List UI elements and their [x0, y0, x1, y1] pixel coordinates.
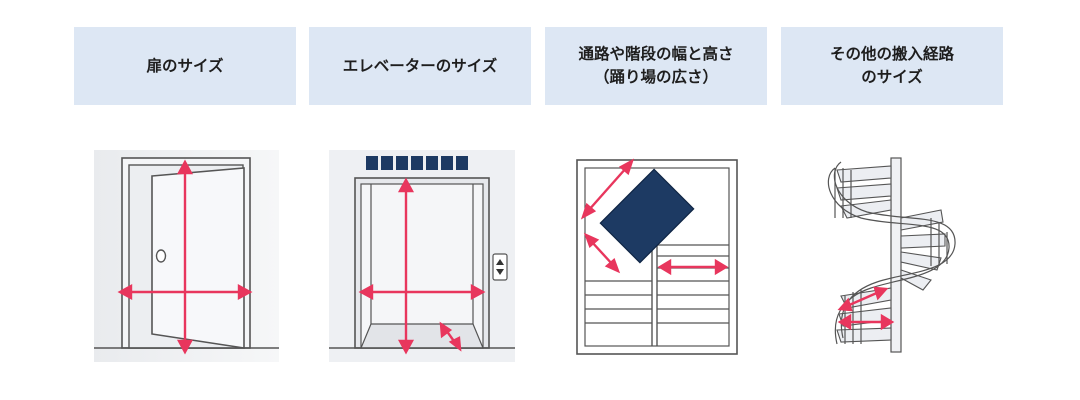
- door-panel: 扉のサイズ: [74, 0, 296, 400]
- elevator-size-label: エレベーターのサイズ: [309, 27, 531, 105]
- elevator-panel: エレベーターのサイズ: [309, 0, 531, 400]
- spiral-staircase-icon: [827, 157, 956, 353]
- other-route-panel: その他の搬入経路 のサイズ: [781, 0, 1003, 400]
- stairs-panel: 通路や階段の幅と高さ （踊り場の広さ）: [545, 0, 767, 400]
- stairs-size-label: 通路や階段の幅と高さ （踊り場の広さ）: [545, 27, 767, 105]
- door-size-label: 扉のサイズ: [74, 27, 296, 105]
- other-route-size-label: その他の搬入経路 のサイズ: [781, 27, 1003, 105]
- elevator-icon: [329, 150, 515, 362]
- stairs-landing-icon: [576, 158, 738, 355]
- door-icon: [94, 150, 279, 362]
